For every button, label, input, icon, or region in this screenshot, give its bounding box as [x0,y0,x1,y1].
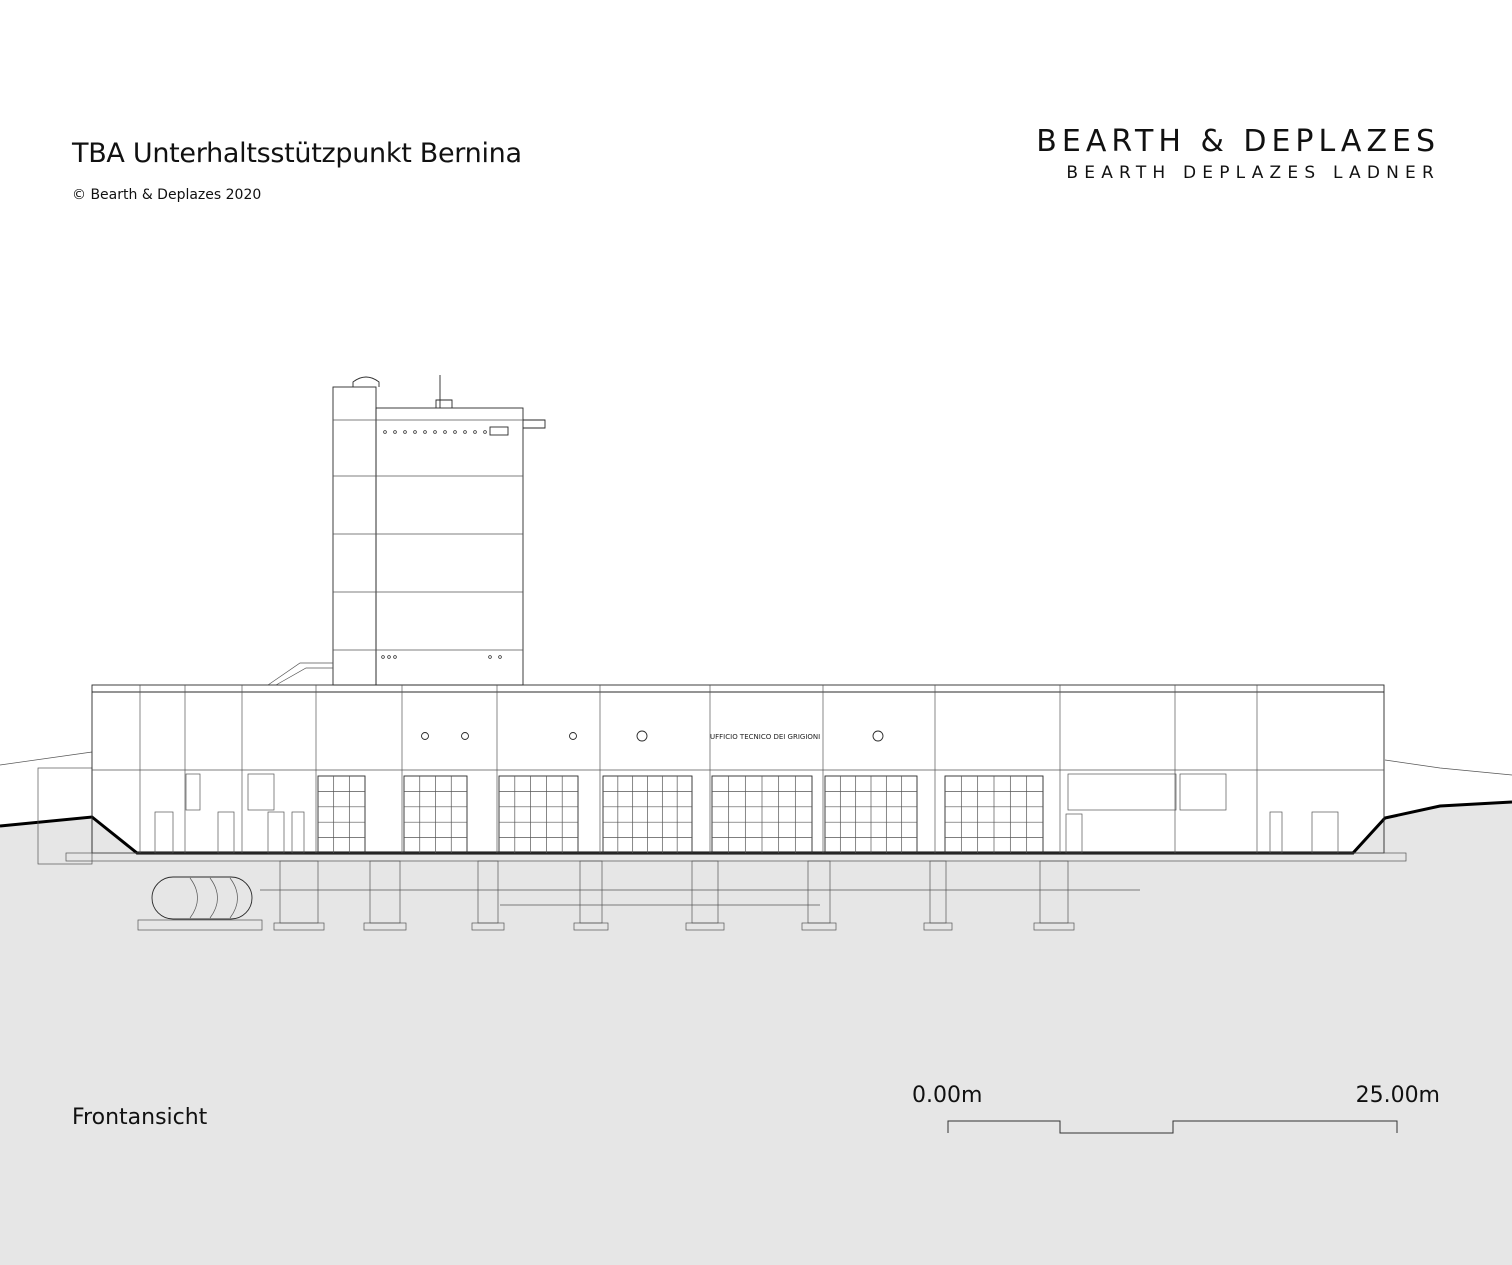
brand-logo-primary: BEARTH & DEPLAZES [1036,124,1440,159]
scale-bar [947,1120,1398,1134]
foundation-structure [65,852,1407,931]
brand-logo-secondary: BEARTH DEPLAZES LADNER [1066,163,1440,183]
background-hill [0,751,1512,776]
facade-lettering: UFFICIO TECNICO DEI GRIGIONI [710,733,820,741]
main-building [91,684,1385,854]
tower [332,375,546,686]
external-stair [267,662,333,686]
copyright-notice: © Bearth & Deplazes 2020 [72,187,262,203]
drawing-title: TBA Unterhaltsstützpunkt Bernina [72,138,522,169]
terrain-line [0,800,1512,855]
scale-start-label: 0.00m [912,1083,983,1108]
scale-end-label: 25.00m [1355,1083,1440,1108]
fuel-tank [137,876,263,931]
ground-section [0,802,1512,1265]
view-label: Frontansicht [72,1105,208,1130]
